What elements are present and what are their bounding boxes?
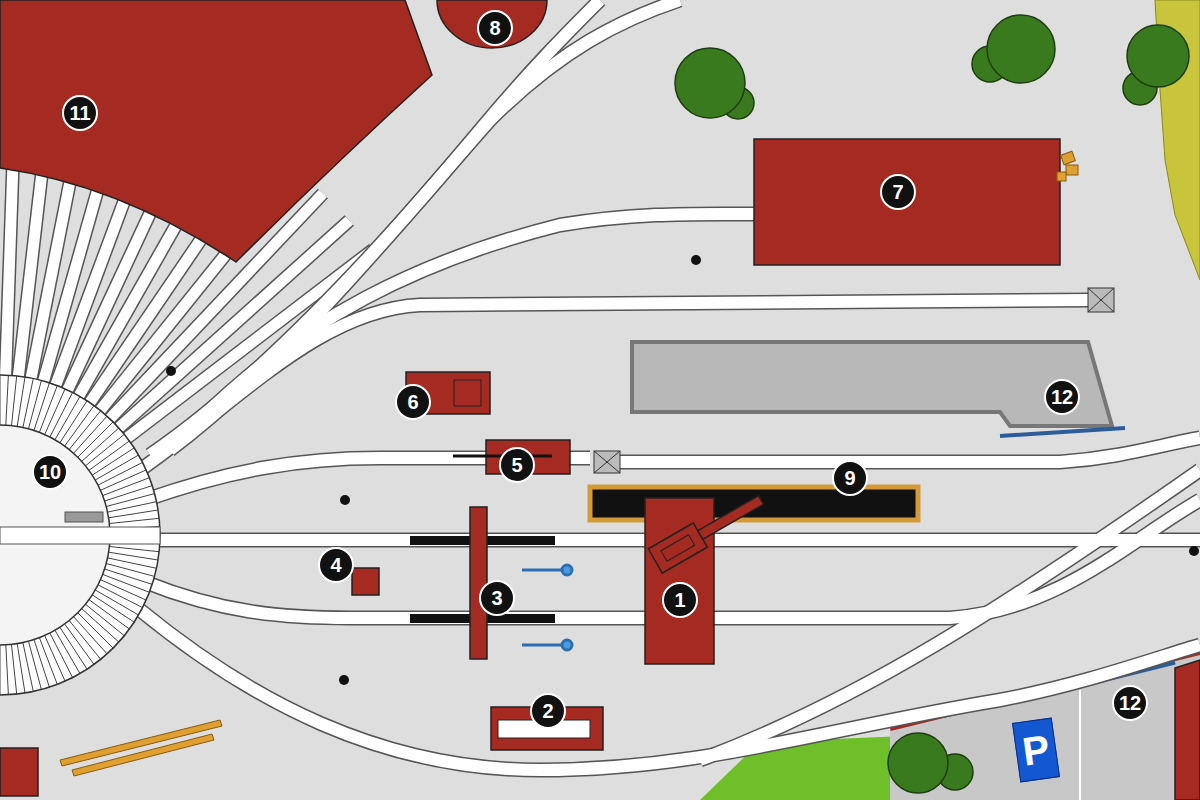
- ring-tie: [78, 422, 113, 457]
- building: [437, 0, 547, 48]
- building: [352, 568, 379, 595]
- ring-tie: [65, 624, 94, 664]
- callout-number: 8: [477, 10, 513, 46]
- ring-tie: [17, 644, 25, 693]
- crates: [1057, 151, 1078, 181]
- ring-tie: [86, 604, 125, 636]
- ring-tie: [69, 411, 101, 450]
- parking-line: [1079, 690, 1081, 800]
- ring-tie: [105, 569, 153, 584]
- ring-tie: [0, 375, 1, 425]
- roundhouse: [0, 0, 432, 262]
- callout-number: 2: [530, 693, 566, 729]
- ring-tie: [108, 502, 157, 512]
- platform: [632, 342, 1112, 426]
- callout-number: 1: [662, 582, 698, 618]
- lamp-posts: [166, 255, 1199, 685]
- ring-tie: [105, 486, 153, 501]
- turntable-bridge: [0, 527, 160, 544]
- ring-tie: [39, 638, 57, 685]
- ring-tie: [12, 376, 17, 426]
- callout-number: 12: [1112, 685, 1148, 721]
- ring-tie: [86, 434, 125, 466]
- callout-number: 11: [62, 95, 98, 131]
- callout-number: 5: [499, 447, 535, 483]
- callout-number: 7: [880, 174, 916, 210]
- ring-tie: [69, 621, 101, 660]
- ring-tie: [109, 547, 159, 552]
- building: [1175, 660, 1200, 800]
- coaling-station: [645, 498, 714, 664]
- ring-tie: [108, 558, 157, 568]
- building: [0, 748, 38, 796]
- ring-tie: [6, 645, 9, 695]
- ring-tie: [17, 377, 25, 426]
- ring-tie: [74, 416, 108, 453]
- ring-tie: [82, 609, 119, 643]
- track-bed: [605, 438, 1200, 462]
- ring-tie: [29, 641, 42, 689]
- callout-number: 12: [1044, 379, 1080, 415]
- trees: [675, 15, 1189, 793]
- ring-tie: [29, 381, 42, 429]
- ring-tie: [60, 401, 87, 443]
- ring-tie: [109, 510, 158, 518]
- ring-tie: [23, 643, 33, 692]
- stall-track: [127, 250, 373, 438]
- ring-tie: [65, 406, 94, 446]
- ring-tie: [103, 478, 150, 496]
- ring-tie: [0, 645, 1, 695]
- roof-detail: [454, 380, 481, 406]
- gantry: [470, 507, 487, 659]
- ring-tie: [74, 617, 108, 654]
- stall-track: [127, 250, 373, 438]
- turntable-ring: [0, 375, 160, 695]
- callout-number: 3: [479, 580, 515, 616]
- ring-tie: [12, 644, 17, 694]
- ring-tie: [78, 613, 113, 648]
- platform-edge: [1000, 428, 1125, 436]
- ring-tie: [109, 518, 159, 523]
- ring-tie: [23, 379, 33, 428]
- crane: [648, 488, 768, 573]
- ring-tie: [92, 595, 134, 622]
- ring-tie: [89, 600, 129, 629]
- turntable-pit: [0, 375, 160, 695]
- operator-cabin: [65, 512, 103, 522]
- goods-shed: [754, 139, 1060, 265]
- tracks: [140, 0, 1200, 770]
- water-cranes: [522, 565, 572, 650]
- parking-sign: P: [1012, 718, 1060, 783]
- ring-tie: [34, 383, 49, 431]
- callout-number: 4: [318, 547, 354, 583]
- callout-number: 6: [395, 384, 431, 420]
- track-bed: [170, 0, 680, 450]
- ring-tie: [109, 552, 158, 560]
- ring-tie: [6, 375, 9, 425]
- callout-number: 10: [32, 454, 68, 490]
- ring-tie: [82, 428, 119, 462]
- ring-tie: [89, 441, 129, 470]
- callout-number: 9: [832, 460, 868, 496]
- ring-tie: [34, 640, 49, 688]
- ring-tie: [106, 564, 154, 577]
- ring-tie: [106, 494, 154, 507]
- sleepers-stack: [60, 720, 222, 776]
- buffer-stops: [594, 288, 1114, 473]
- track-bed: [150, 0, 600, 455]
